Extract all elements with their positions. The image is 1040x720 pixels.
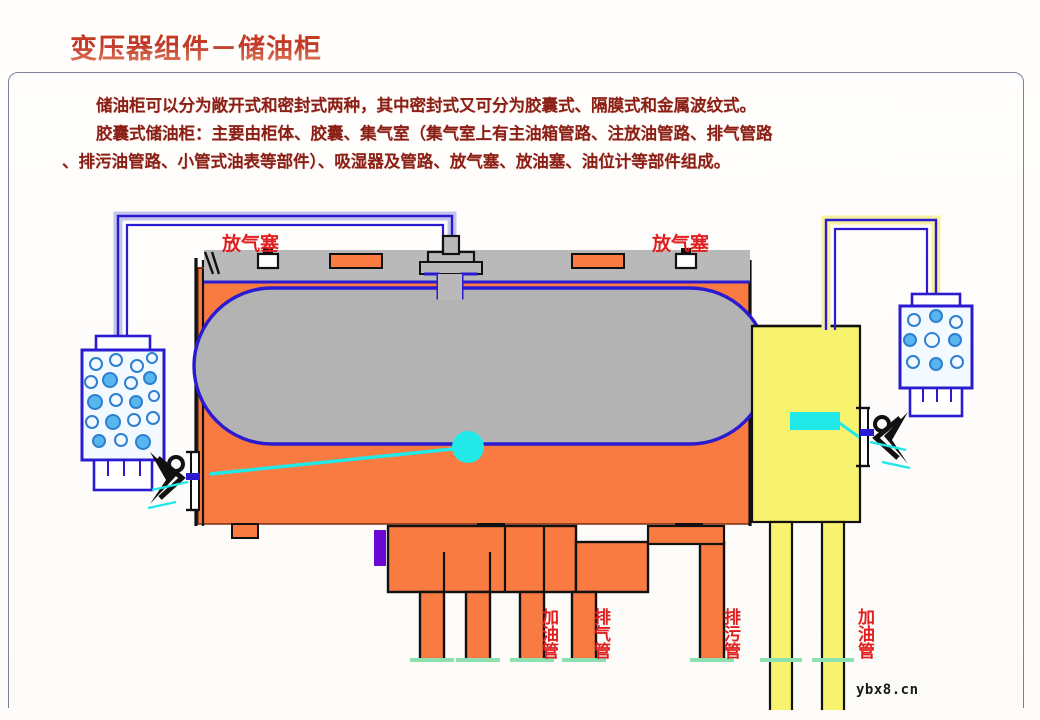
label-vent-plug-right: 放气塞	[651, 232, 710, 255]
silica-gel-beads	[84, 352, 160, 450]
bladder	[192, 250, 770, 446]
top-hatch-2	[571, 253, 625, 269]
label-oil-fill-pipe-left: 加油管	[538, 608, 560, 660]
content-frame	[8, 72, 1024, 708]
label-vent-plug-left: 放气塞	[221, 232, 280, 255]
yellow-conservator	[750, 324, 862, 710]
oil-level-gauge-left	[147, 450, 200, 512]
body-paragraph: 储油柜可以分为敞开式和密封式两种，其中密封式又可分为胶囊式、隔膜式和金属波纹式。…	[62, 92, 982, 176]
vent-plug-fitting-left	[256, 248, 280, 270]
bottom-pipework	[231, 523, 726, 662]
label-exhaust-pipe: 排气管	[590, 607, 612, 660]
silica-gel-beads	[903, 309, 964, 371]
breather-pipe-right	[821, 215, 941, 330]
oil-level-float-assembly	[209, 431, 484, 476]
paragraph-line-1: 储油柜可以分为敞开式和密封式两种，其中密封式又可分为胶囊式、隔膜式和金属波纹式。	[96, 96, 756, 115]
breather-left	[80, 334, 166, 492]
gas-chamber-nozzle	[419, 234, 483, 300]
purple-block	[374, 530, 386, 566]
top-hatch	[329, 253, 383, 269]
vent-plug-fitting-right	[674, 248, 698, 270]
corner-bracket-left	[203, 251, 221, 275]
label-oil-fill-pipe-right: 加油管	[854, 608, 876, 660]
conservator-schematic: 放气塞 放气塞 加油管 排气管 排污管 加油管	[0, 190, 1040, 710]
label-drain-pipe: 排污管	[720, 607, 741, 660]
paragraph-line-3: 、排污油管路、小管式油表等部件）、吸湿器及管路、放气塞、放油塞、油位计等部件组成…	[62, 152, 731, 171]
oil-level-gauge-right	[790, 406, 911, 470]
breather-right	[898, 292, 974, 418]
page-title: 变压器组件－储油柜	[70, 27, 322, 66]
paragraph-line-2: 胶囊式储油柜：主要由柜体、胶囊、集气室（集气室上有主油箱管路、注放油管路、排气管…	[96, 124, 773, 143]
float-ball	[452, 431, 484, 463]
watermark: ybx8.cn	[856, 682, 919, 698]
